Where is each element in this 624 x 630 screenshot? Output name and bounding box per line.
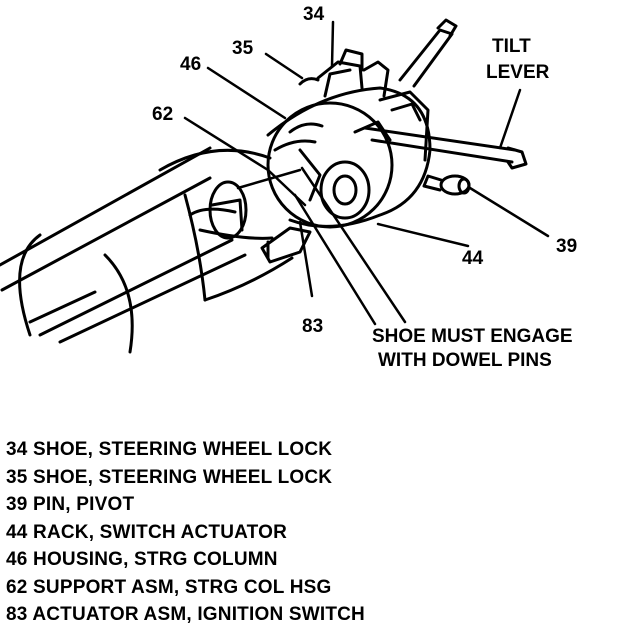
legend-item: 35 SHOE, STEERING WHEEL LOCK (6, 464, 365, 492)
legend-description: SHOE, STEERING WHEEL LOCK (33, 466, 333, 488)
callout-44: 44 (462, 248, 484, 269)
legend-description: HOUSING, STRG COLUMN (33, 549, 278, 570)
legend-number: 83 (6, 604, 28, 625)
legend-description: PIN, PIVOT (33, 494, 135, 515)
tilt-lever (363, 126, 528, 170)
legend-number: 62 (6, 576, 28, 598)
lock-shoe-assembly (298, 48, 390, 98)
legend-number: 44 (6, 521, 28, 543)
legend-item: 46 HOUSING, STRG COLUMN (6, 546, 365, 574)
parts-legend: 34 SHOE, STEERING WHEEL LOCK 35 SHOE, ST… (6, 436, 365, 629)
legend-item: 83 ACTUATOR ASM, IGNITION SWITCH (6, 601, 365, 629)
tilt-lever-label-line1: TILT (492, 36, 531, 57)
legend-number: 46 (6, 549, 28, 570)
callout-34: 34 (303, 4, 325, 25)
leader-lines (183, 20, 550, 326)
callout-35: 35 (232, 38, 254, 59)
legend-description: ACTUATOR ASM, IGNITION SWITCH (32, 604, 365, 625)
legend-number: 35 (6, 466, 28, 488)
callout-83: 83 (302, 316, 323, 337)
ignition-switch-actuator (260, 226, 312, 264)
legend-item: 44 RACK, SWITCH ACTUATOR (6, 519, 365, 547)
legend-number: 39 (6, 494, 28, 515)
legend-description: SHOE, STEERING WHEEL LOCK (33, 439, 333, 460)
upper-shaft (398, 18, 458, 88)
legend-description: SUPPORT ASM, STRG COL HSG (33, 576, 332, 598)
callout-46: 46 (180, 54, 201, 75)
legend-number: 34 (6, 439, 28, 460)
tilt-lever-label-line2: LEVER (486, 62, 550, 83)
steering-column-diagram: 34 35 46 62 83 44 39 TILT LEVER SHOE MUS… (0, 4, 577, 371)
support-bracket (158, 148, 294, 302)
callout-62: 62 (152, 104, 173, 125)
note-line2: WITH DOWEL PINS (378, 350, 552, 371)
legend-item: 62 SUPPORT ASM, STRG COL HSG (6, 574, 365, 602)
pivot-pin (422, 174, 471, 196)
legend-item: 34 SHOE, STEERING WHEEL LOCK (6, 436, 365, 464)
steering-column-housing (266, 86, 432, 229)
callout-39: 39 (556, 236, 577, 257)
column-tube (0, 146, 247, 354)
legend-description: RACK, SWITCH ACTUATOR (33, 521, 288, 543)
note-line1: SHOE MUST ENGAGE (372, 326, 573, 347)
legend-item: 39 PIN, PIVOT (6, 491, 365, 519)
